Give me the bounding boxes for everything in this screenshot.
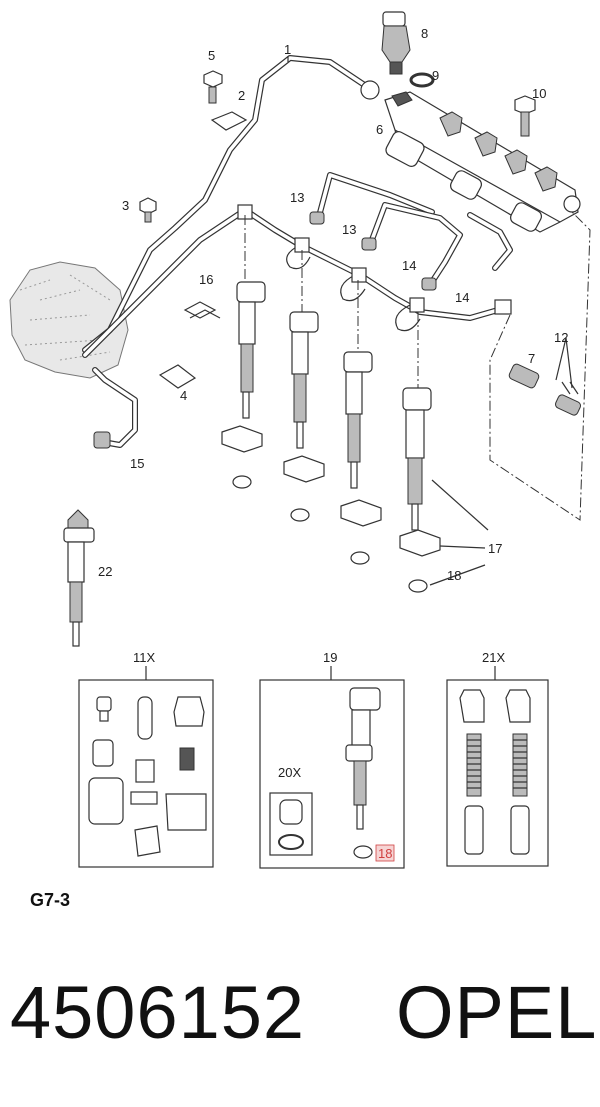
callout-13-lower: 13 <box>342 222 356 237</box>
callout-9: 9 <box>432 68 439 83</box>
part-number: 4506152 <box>10 971 306 1054</box>
callout-18: 18 <box>447 568 461 583</box>
callout-15: 15 <box>130 456 144 471</box>
injector-seals <box>232 475 428 593</box>
callout-22: 22 <box>98 564 112 579</box>
callout-14-upper: 14 <box>402 258 416 273</box>
callout-5: 5 <box>208 48 215 63</box>
injector-cylinder-1 <box>236 281 266 419</box>
kit-19-highlight-label: 18 <box>378 846 392 861</box>
kit-19-highlight-box <box>375 844 395 862</box>
bracket-4 <box>158 364 197 389</box>
engine-block <box>9 261 129 379</box>
injector-cylinder-3 <box>343 351 373 489</box>
kit-11x-label: 11X <box>133 650 155 665</box>
bolt-3 <box>139 197 157 223</box>
kit-11x: 11X <box>78 650 214 868</box>
callout-12: 12 <box>554 330 568 345</box>
sensor-seal <box>409 72 435 88</box>
connector-7 <box>508 363 540 389</box>
clips-12 <box>554 381 582 416</box>
injector-cylinder-4 <box>402 387 432 531</box>
callout-2: 2 <box>238 88 245 103</box>
callout-6: 6 <box>376 122 383 137</box>
return-pipe-15 <box>92 367 138 449</box>
brand-name: OPEL <box>396 971 598 1054</box>
callout-7: 7 <box>528 351 535 366</box>
callout-4: 4 <box>180 388 187 403</box>
injector-clamps <box>221 425 441 557</box>
kit-21x: 21X <box>446 650 549 867</box>
callout-17: 17 <box>488 541 502 556</box>
injector-cylinder-2 <box>289 311 319 449</box>
pipe-clamp-2 <box>210 111 248 131</box>
leader-lines <box>287 56 573 586</box>
pressure-sensor <box>381 11 411 75</box>
high-pressure-pipe <box>82 55 380 353</box>
kit-21x-label: 21X <box>482 650 505 665</box>
leak-off-hose <box>82 204 512 358</box>
callout-14-lower: 14 <box>455 290 469 305</box>
callout-13-upper: 13 <box>290 190 304 205</box>
callout-8: 8 <box>421 26 428 41</box>
diagram-code: G7-3 <box>30 890 71 910</box>
kit-20x-label: 20X <box>278 765 301 780</box>
callout-3: 3 <box>122 198 129 213</box>
bolt-10 <box>514 95 536 137</box>
callout-1: 1 <box>284 42 291 57</box>
callout-labels: 1 2 3 4 5 6 7 8 9 10 12 13 13 14 14 15 1… <box>98 26 568 583</box>
clip-16 <box>183 301 221 319</box>
fuel-rail <box>384 91 581 233</box>
injector-22 <box>63 509 95 647</box>
injector-centerlines <box>244 209 591 521</box>
injector-pipes <box>309 172 513 291</box>
callout-16: 16 <box>199 272 213 287</box>
kit-19: 19 20X 18 <box>259 650 405 869</box>
kit-19-label: 19 <box>323 650 337 665</box>
threaded-studs <box>466 733 528 797</box>
callout-10: 10 <box>532 86 546 101</box>
bolt-5 <box>203 70 223 104</box>
